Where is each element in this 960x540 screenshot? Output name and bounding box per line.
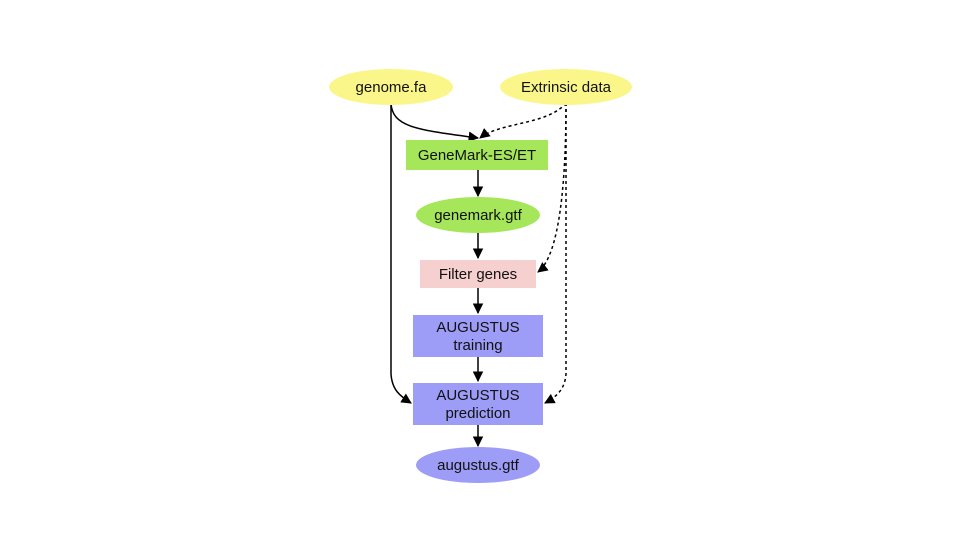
edge-extrinsic-to-prediction: [544, 103, 567, 404]
node-filter-genes-shape: [420, 260, 536, 288]
node-genemark-tool: GeneMark-ES/ET: [406, 140, 548, 170]
node-genome: genome.fa: [329, 69, 453, 105]
node-extrinsic-shape: [500, 69, 632, 105]
node-augustus-prediction-shape: [413, 383, 543, 425]
node-genome-label: genome.fa: [356, 79, 428, 96]
node-filter-genes-label: Filter genes: [439, 266, 517, 283]
edge-genome-to-genemark: [390, 102, 480, 142]
node-extrinsic-label: Extrinsic data: [521, 79, 612, 96]
node-extrinsic: Extrinsic data: [500, 69, 632, 105]
node-genemark-gtf-label: genemark.gtf: [434, 207, 522, 224]
node-genemark-gtf: genemark.gtf: [416, 197, 540, 233]
edge-genome-to-prediction: [390, 103, 412, 404]
node-augustus-prediction: AUGUSTUS prediction: [413, 383, 543, 425]
node-augustus-gtf-shape: [416, 447, 540, 483]
node-augustus-training-shape: [413, 315, 543, 357]
node-augustus-training-label-2: training: [453, 337, 502, 354]
node-genemark-gtf-shape: [416, 197, 540, 233]
node-augustus-gtf-label: augustus.gtf: [437, 457, 520, 474]
node-augustus-training: AUGUSTUS training: [413, 315, 543, 357]
node-genemark-tool-shape: [406, 140, 548, 170]
node-genemark-tool-label: GeneMark-ES/ET: [418, 147, 536, 164]
node-genome-shape: [329, 69, 453, 105]
node-augustus-training-label-1: AUGUSTUS: [436, 319, 519, 336]
node-augustus-gtf: augustus.gtf: [416, 447, 540, 483]
node-filter-genes: Filter genes: [420, 260, 536, 288]
node-augustus-prediction-label-2: prediction: [445, 405, 510, 422]
edge-extrinsic-to-genemark: [479, 102, 567, 139]
edge-extrinsic-to-filter: [537, 102, 567, 273]
node-augustus-prediction-label-1: AUGUSTUS: [436, 387, 519, 404]
